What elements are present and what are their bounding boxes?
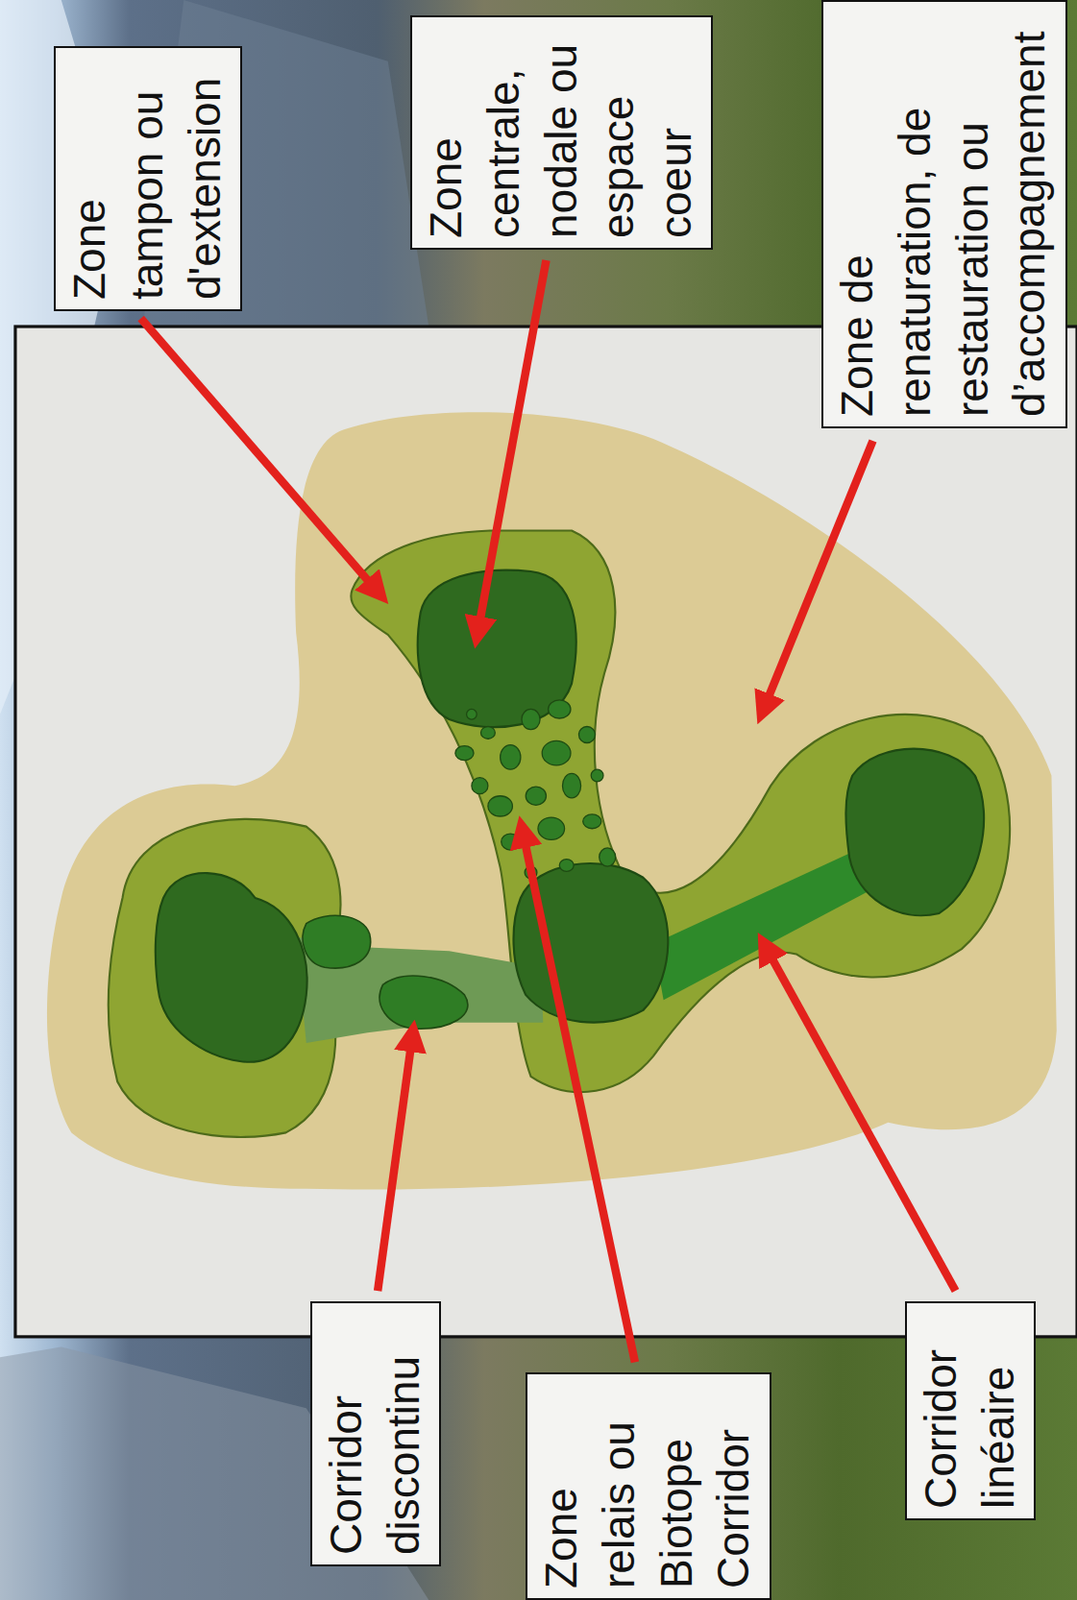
stepping-stone	[466, 709, 478, 720]
stepping-stone	[599, 848, 616, 867]
stepping-stone	[590, 769, 604, 783]
buffer-zone	[108, 819, 342, 1138]
zone-label: Zone tampon ou d'extension	[55, 48, 240, 310]
stepping-stone	[578, 727, 595, 744]
leader-arrow	[141, 318, 379, 593]
stepping-stone	[501, 833, 520, 851]
leader-arrow	[477, 260, 546, 634]
stepping-stone	[583, 814, 602, 830]
label-box: Zone relais ou Biotope Corridor	[525, 1372, 772, 1600]
leader-arrow	[522, 832, 636, 1364]
stepping-stones	[455, 700, 616, 880]
label-box: Corridor discontinu	[310, 1301, 441, 1567]
stepping-stone	[488, 796, 514, 817]
zone-label: Corridor linéaire	[906, 1303, 1034, 1519]
stepping-stone	[562, 773, 581, 799]
stepping-stone	[541, 740, 571, 766]
core-zone	[417, 570, 577, 728]
leader-arrow	[763, 440, 874, 710]
diagram-panel	[15, 326, 1077, 1338]
stepping-stone	[538, 817, 565, 840]
stepping-stone	[500, 745, 521, 771]
leader-arrow	[765, 947, 956, 1292]
label-box: Zone tampon ou d'extension	[53, 46, 243, 312]
zone-label: Corridor discontinu	[312, 1303, 440, 1566]
stepping-stone	[525, 786, 546, 806]
restoration-zone	[47, 412, 1057, 1190]
core-zone	[845, 749, 984, 917]
buffer-zone	[350, 531, 1010, 1094]
zone-label: Zone de renaturation, de restauration ou…	[823, 1, 1065, 427]
leader-arrow	[377, 1035, 413, 1292]
stepping-stone	[302, 915, 371, 969]
stepping-stone	[455, 746, 474, 761]
stepping-stone	[480, 727, 495, 740]
zone-label: Zone centrale, nodale ou espace coeur	[412, 17, 711, 248]
label-box: Zone centrale, nodale ou espace coeur	[410, 15, 713, 250]
stepping-stone	[548, 700, 571, 719]
label-box: Corridor linéaire	[905, 1301, 1036, 1521]
stepping-stone	[521, 709, 540, 730]
zone-label: Zone relais ou Biotope Corridor	[527, 1374, 769, 1599]
core-zone	[155, 873, 308, 1063]
label-box: Zone de renaturation, de restauration ou…	[821, 0, 1068, 429]
stepping-stone	[471, 778, 489, 795]
stepping-stone	[379, 976, 468, 1029]
stepping-stone	[559, 859, 574, 873]
